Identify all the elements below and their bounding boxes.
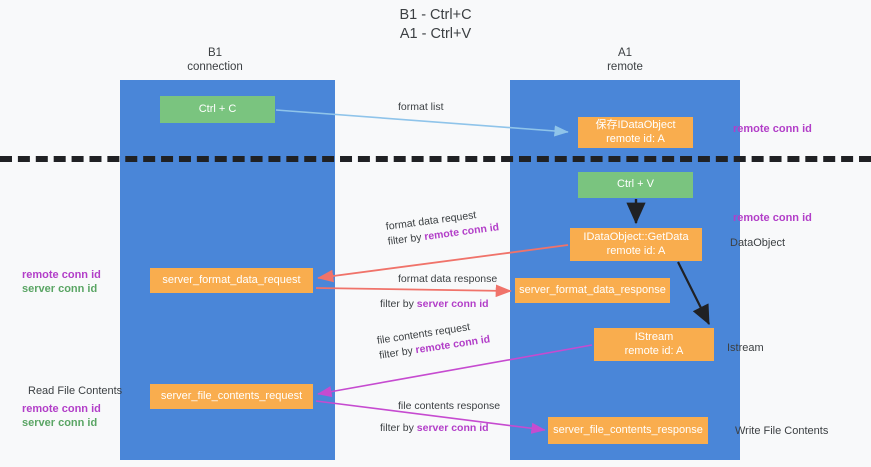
column-header-a1: A1 remote (555, 46, 695, 74)
side-label-remote-conn-id-top: remote conn id (733, 122, 812, 136)
diagram-title: B1 - Ctrl+C A1 - Ctrl+V (0, 6, 871, 44)
node-idataobject-getdata[interactable]: IDataObject::GetData remote id: A (570, 228, 702, 261)
arrow-label-file-contents-response: file contents response (398, 399, 500, 414)
filter-prefix: filter by (378, 344, 417, 362)
filter-prefix: filter by (387, 231, 426, 248)
title-line-1: B1 - Ctrl+C (399, 7, 472, 23)
column-header-b1-role: connection (187, 61, 243, 73)
node-server-format-data-response[interactable]: server_format_data_response (515, 278, 670, 303)
filter-prefix: filter by (380, 422, 417, 434)
side-label-write-file-contents-text: Write File Contents (735, 425, 829, 437)
node-server-file-contents-response[interactable]: server_file_contents_response (548, 417, 708, 444)
column-header-a1-name: A1 (617, 47, 633, 59)
arrow-file-contents-response (315, 400, 546, 434)
arrow-label-format-data-response-text: format data response (398, 273, 498, 285)
side-label-istream: Istream (727, 341, 764, 355)
side-label-istream-text: Istream (727, 342, 764, 354)
arrow-file-contents-request (317, 344, 593, 398)
node-save-idataobject[interactable]: 保存IDataObject remote id: A (578, 117, 693, 148)
side-label-conn-ids-bottom: remote conn id server conn id (22, 402, 101, 430)
node-server-file-contents-response-label: server_file_contents_response (553, 423, 703, 436)
side-label-remote-conn-id-mid: remote conn id (733, 211, 812, 225)
node-ctrl-c-label: Ctrl + C (198, 102, 237, 115)
node-istream-line1: IStream (634, 331, 674, 343)
arrow-label-format-list: format list (398, 100, 444, 115)
node-save-idataobject-line2: remote id: A (606, 132, 665, 145)
phase-divider (0, 156, 871, 162)
filter-prefix: filter by (380, 298, 417, 310)
side-label-remote-conn-id-mid-text: remote conn id (733, 212, 812, 224)
side-label-left-remote-conn-id-2: remote conn id (22, 403, 101, 415)
column-header-a1-role: remote (607, 61, 643, 73)
side-label-write-file-contents: Write File Contents (735, 424, 828, 438)
node-server-file-contents-request[interactable]: server_file_contents_request (150, 384, 313, 409)
node-istream[interactable]: IStream remote id: A (594, 328, 714, 361)
side-label-left-remote-conn-id-1: remote conn id (22, 269, 101, 281)
arrow-label-format-data-response: format data response (398, 272, 497, 287)
node-ctrl-v-label: Ctrl + V (617, 178, 654, 191)
arrow-label-file-contents-response-text: file contents response (398, 400, 501, 412)
arrow-format-data-request (317, 244, 569, 283)
arrow-label-format-data-response-filter: filter by server conn id (380, 297, 489, 312)
node-ctrl-c[interactable]: Ctrl + C (160, 96, 275, 123)
node-server-format-data-request-label: server_format_data_request (162, 273, 301, 286)
arrow-format-list (275, 109, 569, 137)
side-label-left-server-conn-id-1: server conn id (22, 283, 98, 295)
arrow-getdata-to-istream (677, 261, 710, 325)
arrow-format-data-response (315, 284, 512, 298)
arrow-label-format-list-text: format list (398, 101, 444, 113)
node-save-idataobject-line1: 保存IDataObject (595, 119, 676, 131)
column-header-b1: B1 connection (145, 46, 285, 74)
title-line-2: A1 - Ctrl+V (399, 26, 472, 42)
node-server-format-data-response-label: server_format_data_response (519, 283, 666, 296)
node-server-format-data-request[interactable]: server_format_data_request (150, 268, 313, 293)
column-header-b1-name: B1 (207, 47, 223, 59)
node-idataobject-getdata-line2: remote id: A (606, 244, 666, 257)
side-label-left-server-conn-id-2: server conn id (22, 417, 98, 429)
node-istream-line2: remote id: A (624, 344, 684, 357)
side-label-dataobject: DataObject (730, 236, 785, 250)
node-idataobject-getdata-line1: IDataObject::GetData (583, 231, 689, 243)
side-label-conn-ids-top: remote conn id server conn id (22, 268, 101, 296)
side-label-remote-conn-id-top-text: remote conn id (733, 123, 812, 135)
node-ctrl-v[interactable]: Ctrl + V (578, 172, 693, 198)
side-label-read-file-contents: Read File Contents (28, 384, 122, 398)
arrow-label-file-contents-response-filter: filter by server conn id (380, 421, 489, 436)
side-label-read-file-contents-text: Read File Contents (28, 385, 123, 397)
node-server-file-contents-request-label: server_file_contents_request (160, 389, 303, 402)
filter-key-server-conn-id: server conn id (416, 298, 489, 310)
side-label-dataobject-text: DataObject (730, 237, 786, 249)
filter-key-server-conn-id: server conn id (416, 422, 489, 434)
